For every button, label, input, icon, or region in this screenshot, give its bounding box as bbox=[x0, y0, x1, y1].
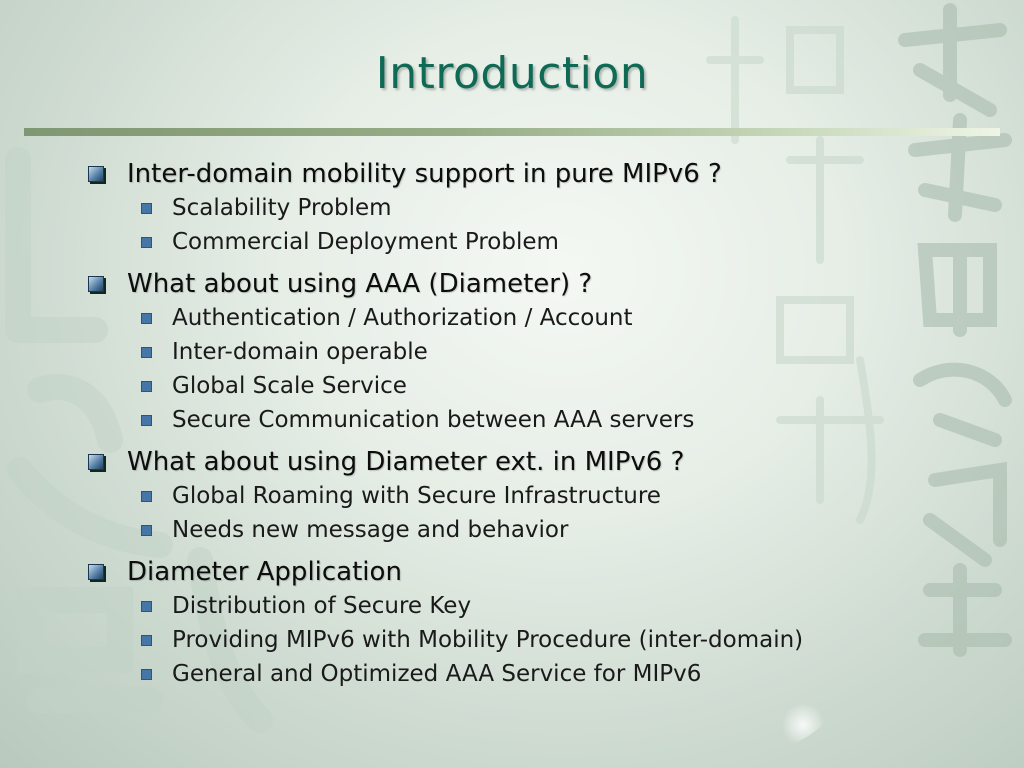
square-bullet-icon bbox=[141, 490, 152, 502]
sub-bullet-text: Providing MIPv6 with Mobility Procedure … bbox=[172, 627, 804, 653]
title-divider bbox=[24, 128, 1000, 136]
bullet-group: What about using AAA (Diameter) ? Authen… bbox=[88, 267, 988, 437]
sub-bullet-text: Global Scale Service bbox=[172, 373, 407, 399]
bullet-text: Diameter Application bbox=[127, 557, 402, 587]
bullet-group: Inter-domain mobility support in pure MI… bbox=[88, 157, 988, 259]
bullet-text: Inter-domain mobility support in pure MI… bbox=[127, 159, 722, 189]
bullet-group: What about using Diameter ext. in MIPv6 … bbox=[88, 445, 988, 547]
sub-bullet-item: General and Optimized AAA Service for MI… bbox=[141, 657, 988, 691]
bullet-group: Diameter Application Distribution of Sec… bbox=[88, 555, 988, 691]
square-bullet-icon bbox=[141, 312, 152, 324]
slide-title: Introduction bbox=[375, 48, 649, 99]
sub-bullet-item: Global Roaming with Secure Infrastructur… bbox=[141, 479, 988, 513]
sub-bullet-item: Providing MIPv6 with Mobility Procedure … bbox=[141, 623, 988, 657]
bullet-item: What about using Diameter ext. in MIPv6 … bbox=[88, 445, 988, 479]
square-bullet-icon bbox=[141, 600, 152, 612]
square-bullet-icon bbox=[141, 236, 152, 248]
square-bullet-icon bbox=[141, 668, 152, 680]
bullet-text: What about using Diameter ext. in MIPv6 … bbox=[127, 447, 685, 477]
sub-bullet-text: Inter-domain operable bbox=[172, 339, 428, 365]
sub-bullet-text: Scalability Problem bbox=[172, 195, 392, 221]
square-bullet-icon bbox=[141, 634, 152, 646]
bullet-list: Inter-domain mobility support in pure MI… bbox=[88, 157, 988, 699]
square-bevel-bullet-icon bbox=[88, 166, 104, 182]
square-bullet-icon bbox=[141, 414, 152, 426]
sub-bullet-text: Global Roaming with Secure Infrastructur… bbox=[172, 483, 661, 509]
sub-bullet-item: Scalability Problem bbox=[141, 191, 988, 225]
square-bullet-icon bbox=[141, 380, 152, 392]
square-bullet-icon bbox=[141, 346, 152, 358]
sub-bullet-item: Distribution of Secure Key bbox=[141, 589, 988, 623]
sub-bullet-text: Distribution of Secure Key bbox=[172, 593, 472, 619]
square-bevel-bullet-icon bbox=[88, 454, 104, 470]
sub-bullet-item: Commercial Deployment Problem bbox=[141, 225, 988, 259]
square-bullet-icon bbox=[141, 202, 152, 214]
sub-bullet-text: Secure Communication between AAA servers bbox=[172, 407, 695, 433]
sub-bullet-text: Authentication / Authorization / Account bbox=[172, 305, 633, 331]
bullet-text: What about using AAA (Diameter) ? bbox=[127, 269, 593, 299]
sub-bullet-item: Secure Communication between AAA servers bbox=[141, 403, 988, 437]
sub-bullet-text: Needs new message and behavior bbox=[172, 517, 569, 543]
square-bevel-bullet-icon bbox=[88, 564, 104, 580]
sub-bullet-text: General and Optimized AAA Service for MI… bbox=[172, 661, 702, 687]
bullet-item: Inter-domain mobility support in pure MI… bbox=[88, 157, 988, 191]
square-bevel-bullet-icon bbox=[88, 276, 104, 292]
sub-bullet-item: Needs new message and behavior bbox=[141, 513, 988, 547]
bullet-item: What about using AAA (Diameter) ? bbox=[88, 267, 988, 301]
sub-bullet-item: Global Scale Service bbox=[141, 369, 988, 403]
sub-bullet-text: Commercial Deployment Problem bbox=[172, 229, 559, 255]
bullet-item: Diameter Application bbox=[88, 555, 988, 589]
sub-bullet-item: Authentication / Authorization / Account bbox=[141, 301, 988, 335]
square-bullet-icon bbox=[141, 524, 152, 536]
sub-bullet-item: Inter-domain operable bbox=[141, 335, 988, 369]
